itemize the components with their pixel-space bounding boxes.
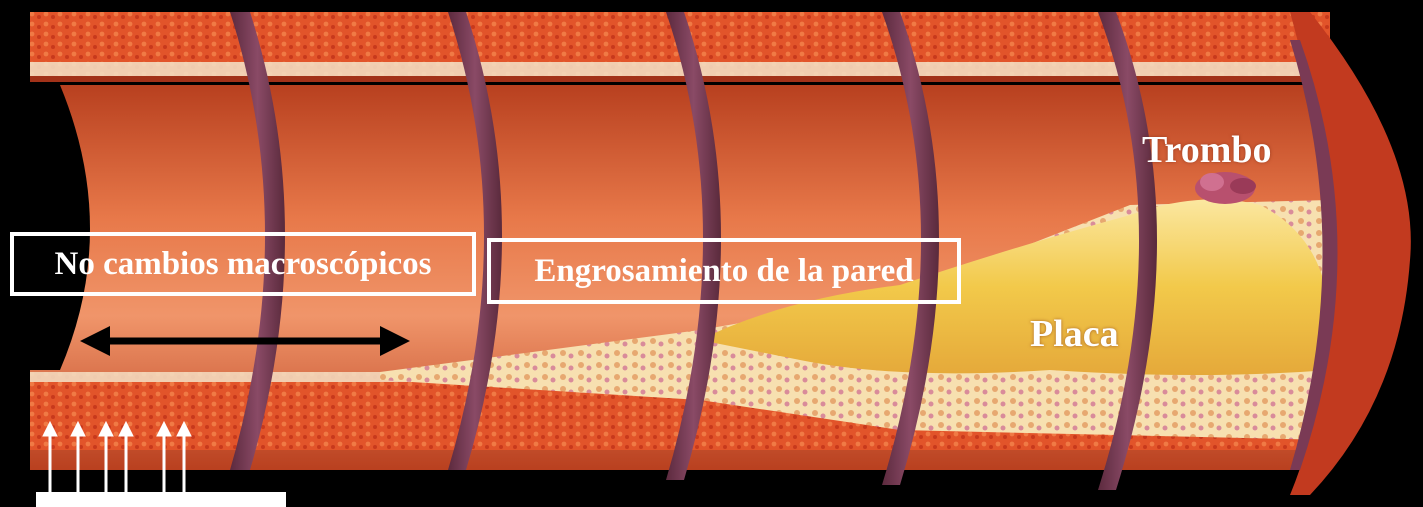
double-arrow — [80, 326, 410, 356]
wall-thickening-text: Engrosamiento de la pared — [534, 252, 914, 289]
plaque-label: Placa — [1030, 313, 1119, 355]
vessel-opening — [10, 85, 90, 370]
thrombus-shape — [1195, 172, 1256, 204]
thrombus-label: Trombo — [1142, 129, 1272, 171]
no-changes-text: No cambios macroscópicos — [54, 245, 432, 282]
white-bar — [36, 492, 286, 507]
end-ring-inner — [1290, 40, 1338, 470]
wall-thickening-label: Engrosamiento de la pared — [487, 238, 961, 304]
no-changes-label: No cambios macroscópicos — [10, 232, 476, 296]
up-arrows — [42, 420, 192, 492]
plaque-core — [700, 199, 1330, 375]
segment-dividers — [230, 12, 1157, 490]
